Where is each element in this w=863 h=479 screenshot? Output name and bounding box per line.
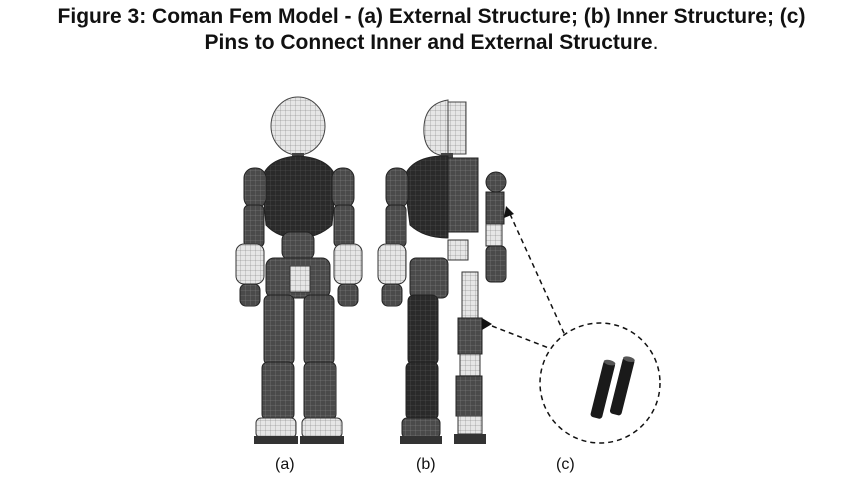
pins-detail-circle [539,322,661,444]
panel-label-a: (a) [275,456,295,473]
robot-external-structure [235,96,363,444]
caption-line-2: Pins to Connect Inner and External Struc… [0,30,863,56]
connection-pins [590,356,635,419]
pointer-lines [491,213,569,351]
panel-label-b: (b) [416,456,436,473]
caption-line-1: Figure 3: Coman Fem Model - (a) External… [57,5,806,28]
robot-inner-structure [377,99,514,444]
caption-line-2-text: Pins to Connect Inner and External Struc… [204,31,653,54]
caption-period: . [652,31,659,54]
figure-caption: Figure 3: Coman Fem Model - (a) External… [0,4,863,56]
panel-label-c: (c) [556,456,575,473]
